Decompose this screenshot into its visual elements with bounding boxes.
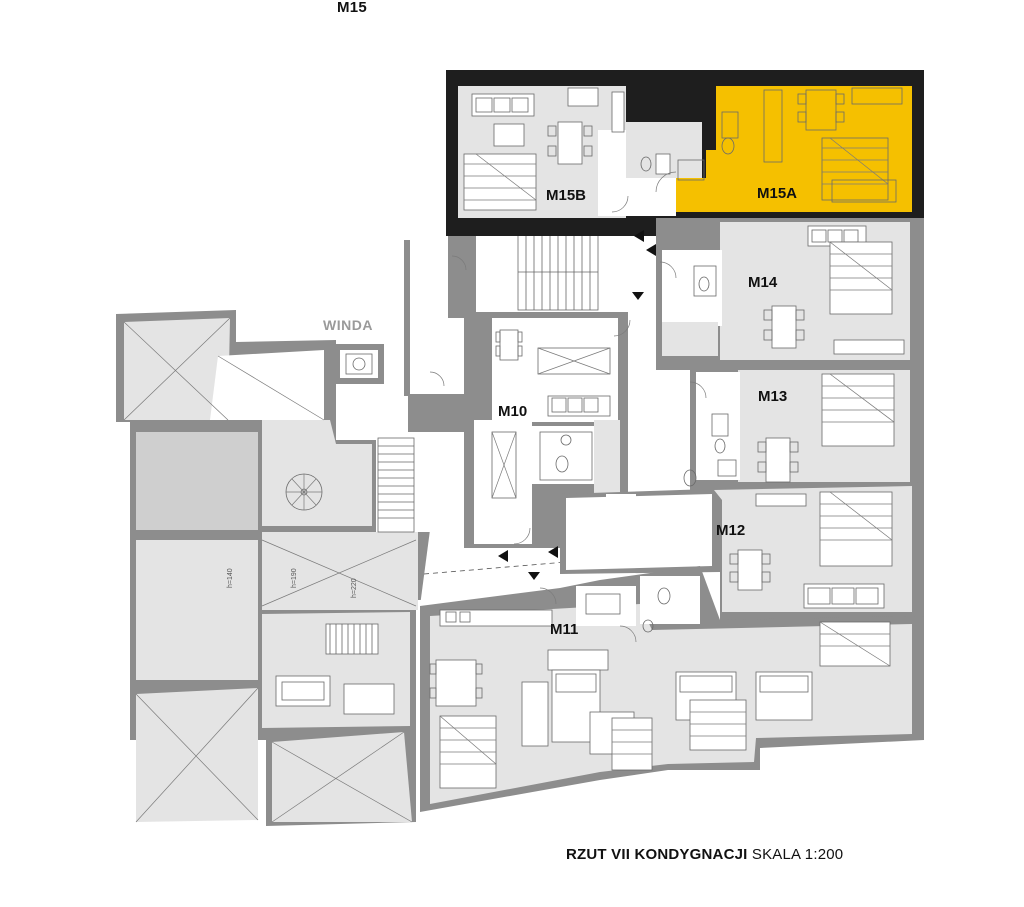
plan-caption: RZUT VII KONDYGNACJI SKALA 1:200: [566, 846, 843, 863]
unit-label-m15a: M15A: [757, 185, 797, 202]
caption-title: RZUT VII KONDYGNACJI: [566, 846, 748, 863]
dimension-label-1: h=140: [227, 568, 234, 588]
dimension-label-3: h=220: [351, 578, 358, 598]
entrance-arrows: [498, 230, 656, 580]
unit-m11: [420, 566, 924, 812]
unit-m12: [560, 469, 924, 620]
unit-m15-block: [446, 70, 924, 236]
unit-label-m14: M14: [748, 274, 778, 291]
dimension-label-2: h=190: [291, 568, 298, 588]
central-core: [420, 226, 666, 606]
unit-label-m12: M12: [716, 522, 745, 539]
unit-m14: [656, 218, 924, 370]
caption-scale: SKALA 1:200: [751, 846, 844, 863]
plan-title: M15: [337, 0, 368, 16]
unit-label-m13: M13: [758, 388, 787, 405]
unit-m10: [464, 312, 628, 548]
unit-label-m10: M10: [498, 403, 527, 420]
elevator-label: WINDA: [323, 317, 373, 333]
unit-label-m15b: M15B: [546, 187, 586, 204]
unit-m15a-highlight: [676, 86, 912, 212]
unit-m13: [690, 364, 924, 490]
unit-label-m11: M11: [550, 621, 578, 638]
door-swings: [429, 171, 707, 643]
